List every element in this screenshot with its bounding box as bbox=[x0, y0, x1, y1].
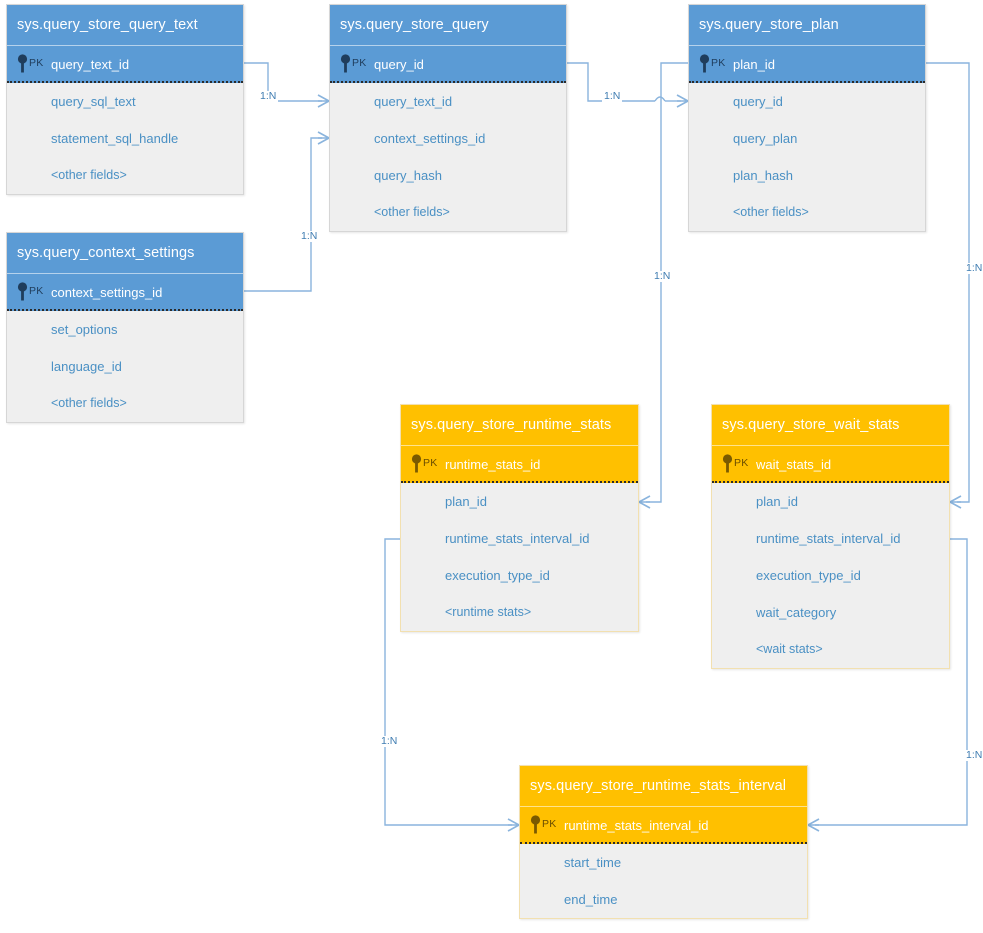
entity-field-list: plan_id runtime_stats_interval_id executio… bbox=[712, 483, 949, 668]
relationship-cardinality-label: 1:N bbox=[964, 262, 983, 274]
entity-field[interactable]: wait_category bbox=[756, 605, 837, 620]
entity-field[interactable]: runtime_stats_interval_id bbox=[756, 531, 901, 546]
entity-field[interactable]: query_hash bbox=[374, 168, 442, 183]
relationship-cardinality-label: 1:N bbox=[964, 749, 983, 761]
entity-field[interactable]: set_options bbox=[51, 322, 118, 337]
relationship-cardinality-label: 1:N bbox=[299, 230, 320, 242]
connector-query-text-to-query bbox=[244, 62, 322, 102]
entity-field[interactable]: query_sql_text bbox=[51, 94, 136, 109]
entity-primary-key-row[interactable]: PK plan_id bbox=[689, 45, 925, 83]
entity-field[interactable]: <runtime stats> bbox=[445, 605, 532, 619]
entity-field-list: plan_id runtime_stats_interval_id executio… bbox=[401, 483, 638, 631]
primary-key-field-name: query_text_id bbox=[51, 57, 130, 72]
pk-badge-label: PK bbox=[29, 285, 44, 298]
entity-field[interactable]: <other fields> bbox=[374, 205, 450, 219]
entity-primary-key-row[interactable]: PK runtime_stats_id bbox=[401, 445, 638, 483]
entity-field[interactable]: execution_type_id bbox=[445, 568, 550, 583]
primary-key-field-name: context_settings_id bbox=[51, 285, 163, 300]
pk-badge-label: PK bbox=[423, 457, 438, 470]
entity-primary-key-row[interactable]: PK runtime_stats_interval_id bbox=[520, 806, 807, 844]
entity-field[interactable]: query_text_id bbox=[374, 94, 453, 109]
entity-title: sys.query_store_plan bbox=[689, 5, 925, 45]
entity-field[interactable]: runtime_stats_interval_id bbox=[445, 531, 590, 546]
key-icon: PK bbox=[17, 54, 43, 74]
pk-badge-label: PK bbox=[711, 57, 726, 70]
key-icon: PK bbox=[722, 454, 748, 474]
primary-key-field-name: query_id bbox=[374, 57, 424, 72]
entity-field-list: query_sql_text statement_sql_handle <other… bbox=[7, 83, 243, 194]
primary-key-field-name: wait_stats_id bbox=[756, 457, 832, 472]
key-icon: PK bbox=[340, 54, 366, 74]
pk-badge-label: PK bbox=[542, 818, 557, 831]
primary-key-field-name: plan_id bbox=[733, 57, 775, 72]
pk-badge-label: PK bbox=[29, 57, 44, 70]
entity-field[interactable]: context_settings_id bbox=[374, 131, 486, 146]
relationship-cardinality-label: 1:N bbox=[258, 90, 279, 102]
entity-field[interactable]: query_id bbox=[733, 94, 783, 109]
entity-title: sys.query_store_query bbox=[330, 5, 566, 45]
entity-field-list: query_id query_plan plan_hash <other fields… bbox=[689, 83, 925, 231]
key-icon: PK bbox=[530, 815, 556, 835]
key-icon: PK bbox=[699, 54, 725, 74]
entity-field[interactable]: plan_hash bbox=[733, 168, 793, 183]
entity-primary-key-row[interactable]: PK context_settings_id bbox=[7, 273, 243, 311]
entity-primary-key-row[interactable]: PK query_text_id bbox=[7, 45, 243, 83]
primary-key-field-name: runtime_stats_id bbox=[445, 457, 541, 472]
entity-field[interactable]: <other fields> bbox=[51, 396, 127, 410]
entity-field[interactable]: <wait stats> bbox=[756, 642, 823, 656]
entity-title: sys.query_store_query_text bbox=[7, 5, 243, 45]
pk-badge-label: PK bbox=[352, 57, 367, 70]
entity-field-list: start_time end_time bbox=[520, 844, 807, 918]
entity-primary-key-row[interactable]: PK query_id bbox=[330, 45, 566, 83]
entity-field[interactable]: end_time bbox=[564, 892, 618, 907]
line-hop bbox=[654, 96, 666, 102]
pk-badge-label: PK bbox=[734, 457, 749, 470]
entity-primary-key-row[interactable]: PK wait_stats_id bbox=[712, 445, 949, 483]
entity-field[interactable]: execution_type_id bbox=[756, 568, 861, 583]
entity-title: sys.query_store_wait_stats bbox=[712, 405, 949, 445]
entity-field-list: query_text_id context_settings_id query_ha… bbox=[330, 83, 566, 231]
entity-field[interactable]: <other fields> bbox=[51, 168, 127, 182]
entity-field[interactable]: language_id bbox=[51, 359, 122, 374]
entity-field[interactable]: <other fields> bbox=[733, 205, 809, 219]
entity-field[interactable]: plan_id bbox=[756, 494, 798, 509]
entity-field[interactable]: plan_id bbox=[445, 494, 487, 509]
key-icon: PK bbox=[17, 282, 43, 302]
relationship-cardinality-label: 1:N bbox=[652, 270, 673, 282]
entity-title: sys.query_context_settings bbox=[7, 233, 243, 273]
entity-title: sys.query_store_runtime_stats_interval bbox=[520, 766, 807, 806]
entity-field[interactable]: start_time bbox=[564, 855, 622, 870]
entity-field[interactable]: statement_sql_handle bbox=[51, 131, 179, 146]
primary-key-field-name: runtime_stats_interval_id bbox=[564, 818, 709, 833]
entity-field[interactable]: query_plan bbox=[733, 131, 798, 146]
connector-context-settings-to-query bbox=[244, 137, 322, 292]
relationship-cardinality-label: 1:N bbox=[379, 735, 400, 747]
relationship-cardinality-label: 1:N bbox=[602, 90, 623, 102]
entity-title: sys.query_store_runtime_stats bbox=[401, 405, 638, 445]
key-icon: PK bbox=[411, 454, 437, 474]
entity-field-list: set_options language_id <other fields> bbox=[7, 311, 243, 422]
connector-plan-to-runtime-stats bbox=[646, 62, 688, 503]
